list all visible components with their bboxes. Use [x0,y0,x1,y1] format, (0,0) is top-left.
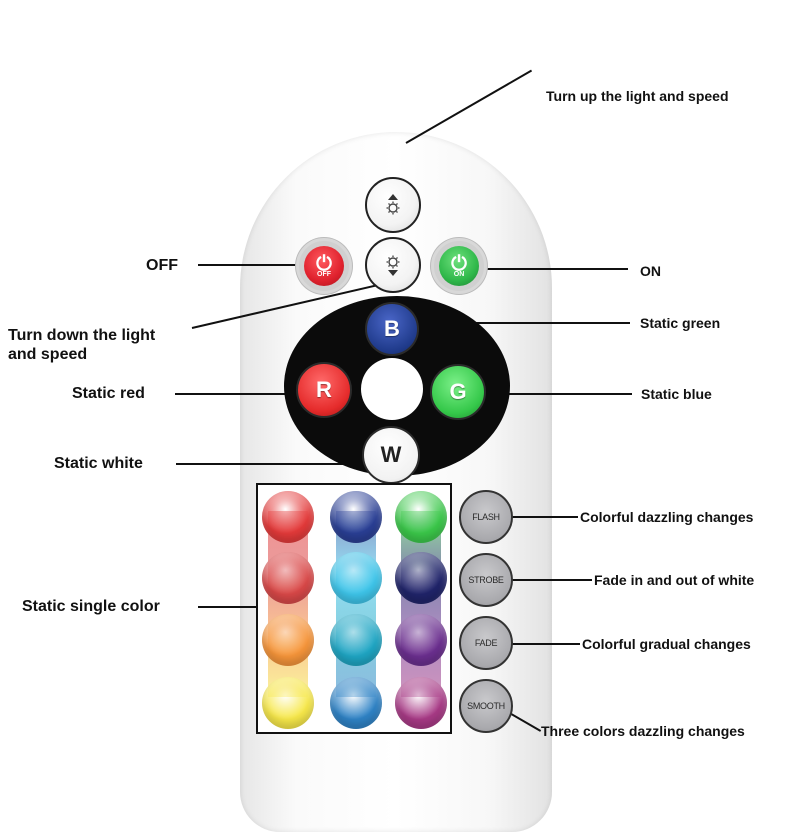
white-button[interactable]: W [362,426,420,484]
label-static-green: Static green [640,315,721,331]
color-swatch-button[interactable] [330,491,382,543]
green-button-letter: G [449,379,467,404]
label-static-white: Static white [54,455,143,472]
callout-line-static-red [175,393,313,395]
callout-line-fade [508,643,580,645]
callout-line-static-blue [456,393,632,395]
red-button-letter: R [316,377,332,402]
off-button[interactable]: ⏻ OFF [296,238,352,294]
color-swatch-button[interactable] [330,677,382,729]
smooth-button[interactable]: SMOOTH [459,679,513,733]
color-swatch-button[interactable] [262,614,314,666]
color-swatch-button[interactable] [330,552,382,604]
on-button-face: ⏻ ON [439,246,479,286]
brightness-down-button[interactable] [365,237,421,293]
label-static-red: Static red [72,385,145,402]
on-button-text: ON [453,271,465,278]
label-static-single-color: Static single color [22,598,160,615]
color-swatch-button[interactable] [330,614,382,666]
label-on: ON [640,263,661,279]
color-swatch-button[interactable] [262,552,314,604]
blue-button[interactable]: B [365,302,419,356]
color-swatch-button[interactable] [262,491,314,543]
label-static-blue: Static blue [641,386,712,402]
label-colorful-dazzling: Colorful dazzling changes [580,509,754,525]
power-icon: ⏻ [316,253,332,275]
color-swatch-button[interactable] [262,677,314,729]
callout-line-static-white [176,463,382,465]
brightness-down-icon [386,255,400,276]
label-off: OFF [146,257,178,274]
brightness-up-icon [386,194,400,215]
flash-button[interactable]: FLASH [459,490,513,544]
red-button[interactable]: R [296,362,352,418]
off-button-face: ⏻ OFF [304,246,344,286]
fade-button-label: FADE [474,638,498,648]
blue-button-letter: B [384,316,400,341]
callout-line-off [198,264,316,266]
callout-line-on [458,268,628,270]
label-turn-up: Turn up the light and speed [546,88,729,104]
callout-line-flash [508,516,578,518]
on-button[interactable]: ⏻ ON [431,238,487,294]
green-button[interactable]: G [430,364,486,420]
callout-line-turn-up [405,69,533,144]
label-fade-white: Fade in and out of white [594,572,755,588]
dial-center [361,358,423,420]
label-colorful-gradual: Colorful gradual changes [582,636,751,652]
smooth-button-label: SMOOTH [467,701,505,711]
fade-button[interactable]: FADE [459,616,513,670]
flash-button-label: FLASH [472,512,500,522]
color-swatch-button[interactable] [395,677,447,729]
remote-diagram: ⏻ OFF ⏻ ON B R G W FLASH STROBE FADE SMO… [8,69,755,832]
color-swatch-button[interactable] [395,614,447,666]
color-swatch-button[interactable] [395,552,447,604]
strobe-button-label: STROBE [468,575,504,585]
callout-line-strobe [508,579,592,581]
white-button-letter: W [380,442,402,467]
off-button-text: OFF [317,271,331,278]
color-swatch-button[interactable] [395,491,447,543]
label-three-colors: Three colors dazzling changes [541,723,745,739]
power-icon: ⏻ [451,253,467,275]
strobe-button[interactable]: STROBE [459,553,513,607]
callout-line-static-green [396,322,630,324]
label-turn-down-line2: and speed [8,346,88,363]
label-turn-down-line1: Turn down the light [8,327,156,344]
brightness-up-button[interactable] [365,177,421,233]
